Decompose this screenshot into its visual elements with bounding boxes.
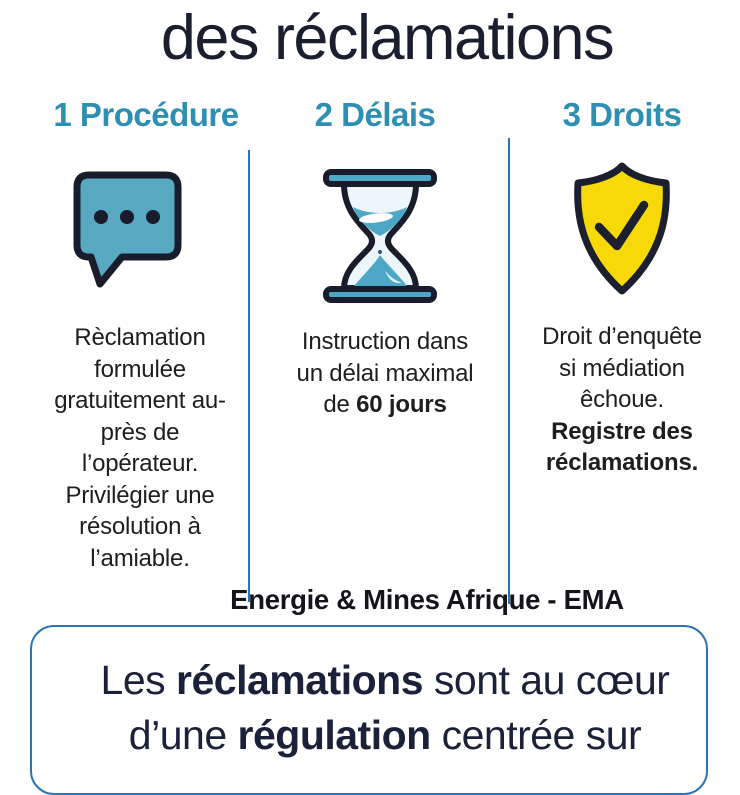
text-line-bold: Registre des — [551, 417, 693, 445]
text-line: Instruction dans — [301, 328, 469, 355]
text-segment-bold: réclamations — [176, 657, 423, 703]
divider-line-1 — [248, 150, 250, 602]
text-segment-bold: 60 jours — [356, 391, 447, 418]
infographic-page: { "title": "des réclamations", "colors":… — [20, 3, 740, 795]
text-line: résolution à — [79, 513, 201, 540]
quote-text: Les réclamations sont au cœur d’une régu… — [32, 627, 706, 763]
column-text-delais: Instruction dans un délai maximal de 60 … — [260, 326, 510, 421]
text-line-composite: de 60 jours — [260, 389, 510, 421]
page-title: des réclamations — [160, 3, 615, 73]
text-segment: sont au cœur — [423, 657, 670, 703]
text-line-bold: réclamations. — [545, 449, 699, 476]
text-segment: Les — [100, 657, 177, 703]
hourglass-icon — [323, 169, 437, 303]
text-line: formulée — [94, 355, 186, 383]
text-line: l’amiable. — [90, 544, 190, 572]
quote-line-2: d’une régulation centrée sur — [64, 708, 706, 763]
column-header-delais: 2 Délais — [314, 96, 436, 133]
text-segment-bold: régulation — [237, 712, 432, 758]
text-line: près de — [100, 418, 180, 446]
text-line: si médiation — [559, 354, 685, 382]
column-text-droits: Droit d’enquête si médiation êchoue. Reg… — [497, 321, 740, 479]
text-line: êchoue. — [579, 386, 664, 413]
brand-line: Energie & Mines Afrique - EMA — [230, 584, 624, 615]
text-line: Privilégier une — [65, 481, 215, 509]
text-line: l’opérateur. — [81, 450, 199, 477]
text-line: Rèclamation — [74, 324, 206, 351]
text-line: Droit d’enquête — [542, 323, 702, 350]
column-header-procedure: 1 Procédure — [53, 96, 239, 133]
text-segment: de — [323, 391, 357, 418]
text-line: gratuitement au- — [54, 387, 226, 414]
column-text-procedure: Rèclamation formulée gratuitement au- pr… — [20, 322, 260, 574]
speech-bubble-icon — [73, 171, 182, 288]
quote-line-1: Les réclamations sont au cœur — [64, 653, 706, 708]
divider-line-2 — [508, 138, 510, 604]
text-segment: d’une — [128, 712, 238, 758]
shield-check-icon — [574, 162, 670, 295]
quote-box: Les réclamations sont au cœur d’une régu… — [30, 625, 708, 795]
text-segment: centrée sur — [430, 712, 642, 758]
column-header-droits: 3 Droits — [562, 96, 682, 133]
text-line: un délai maximal — [296, 359, 474, 387]
